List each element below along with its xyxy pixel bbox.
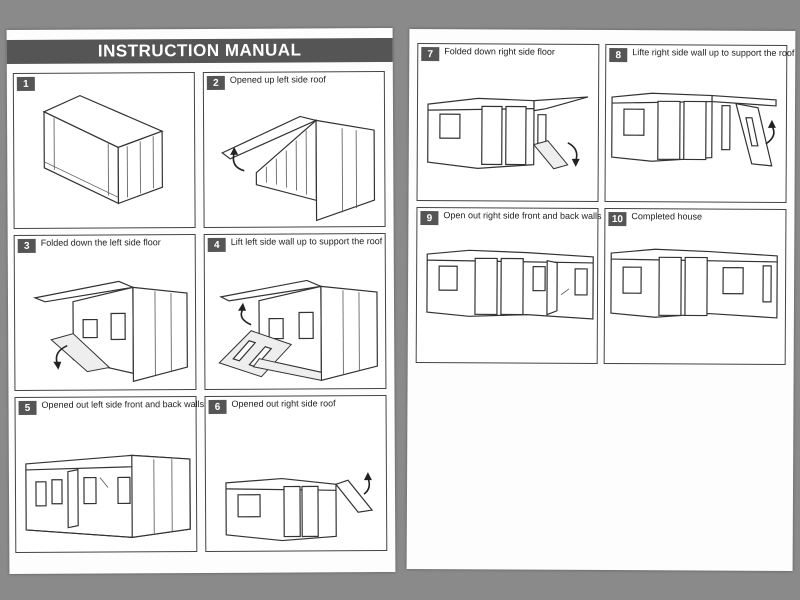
step-5-illustration [25, 454, 191, 539]
step-panel-4: 4 Lift left side wall up to support the … [203, 233, 387, 390]
step-panel-7: 7 Folded down right side floor [416, 43, 600, 202]
step-panel-10: 10 Completed house [603, 208, 787, 365]
step-panel-5: 5 Opened out left side front and back wa… [14, 396, 204, 553]
step-1-illustration [42, 94, 164, 205]
step-panel-9: 9 Open out right side front and back wal… [415, 207, 602, 364]
step-2-illustration [221, 115, 376, 222]
step-panel-6: 6 Opened out right side roof [204, 395, 388, 552]
step-9-illustration [426, 249, 594, 320]
right-page: 7 Folded down right side floor 8 Lifte r… [406, 28, 796, 572]
step-6-illustration [225, 472, 374, 542]
step-7-illustration [427, 96, 589, 170]
step-panel-1: 1 [12, 72, 196, 229]
step-3-illustration [32, 280, 188, 383]
step-panel-8: 8 Lifte right side wall up to support th… [604, 44, 794, 203]
step-10-illustration [610, 248, 778, 319]
step-panel-3: 3 Folded down the left side floor [13, 234, 197, 391]
left-page: INSTRUCTION MANUAL 1 2 Opened up left si… [6, 27, 396, 575]
manual-title: INSTRUCTION MANUAL [6, 37, 393, 65]
step-8-illustration [611, 92, 777, 167]
step-panel-2: 2 Opened up left side roof [202, 71, 386, 228]
step-4-illustration [218, 279, 378, 382]
